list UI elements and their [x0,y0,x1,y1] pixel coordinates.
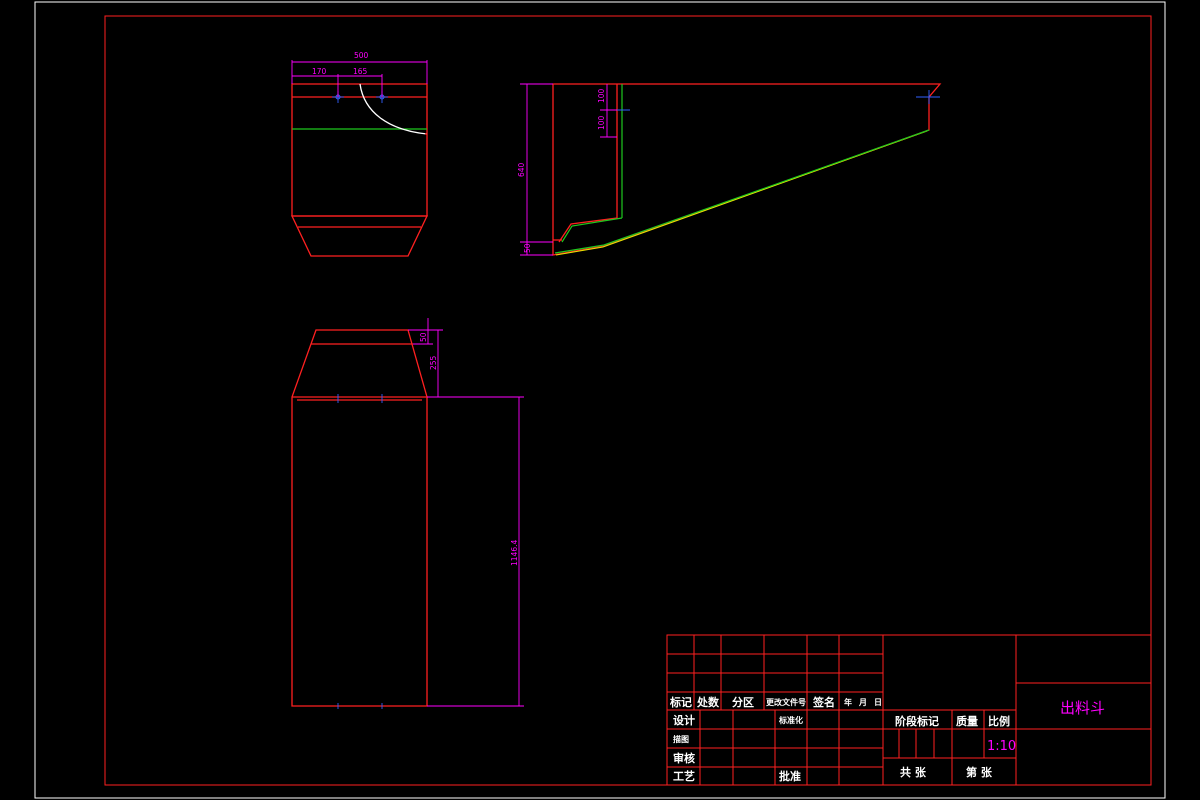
tb-total-sheets: 共 张 [900,765,927,779]
tb-header-zone: 分区 [732,695,754,709]
side-view-dimensions: 640 100 100 50 [517,83,617,256]
drawing-frame [104,15,1152,786]
tb-design: 设计 [673,713,695,727]
front-view-dimensions: 50 255 1146.4 [408,318,524,707]
tb-scale-value: 1:10 [987,739,1016,754]
front-view: 50 255 1146.4 [291,318,524,709]
dim-side-top-1: 100 [597,88,606,103]
dim-front-top-small: 50 [419,332,428,342]
dim-left-offset: 170 [312,67,327,76]
tb-draftsman: 描图 [673,734,689,744]
tb-header-day: 日 [874,698,882,707]
dim-top-width: 500 [354,51,369,60]
tb-review: 审核 [673,751,695,765]
tb-header-year: 年 [844,697,852,707]
tb-header-change-doc: 更改文件号 [766,697,806,707]
title-block: 标记 处数 分区 更改文件号 签名 年 月 日 设计 标准化 描图 审核 工艺 … [666,634,1152,786]
top-view-dimensions: 500 170 165 [291,51,428,97]
dim-front-height: 1146.4 [510,540,519,566]
dim-side-top-2: 100 [597,115,606,130]
tb-approve: 批准 [779,769,801,783]
sheet-outer-border [34,1,1166,799]
dim-side-height: 640 [517,162,526,177]
tb-scale-label: 比例 [988,714,1010,728]
tb-sheet-no: 第 张 [966,765,993,779]
dim-center-spacing: 165 [353,67,368,76]
tb-header-signature: 签名 [812,695,835,709]
tb-mass: 质量 [956,714,978,728]
tb-header-mark: 标记 [669,695,692,709]
dim-front-top-taper: 255 [429,355,438,370]
top-view: 500 170 165 [290,51,429,257]
side-view: 640 100 100 50 [517,83,942,256]
tb-stage-mark: 阶段标记 [895,714,939,728]
tb-header-count: 处数 [696,695,720,709]
tb-header-month: 月 [858,698,867,707]
dim-side-bottom: 50 [523,243,532,253]
drawing-title: 出料斗 [1060,699,1105,717]
tb-process: 工艺 [673,769,695,783]
tb-standardization: 标准化 [778,715,803,725]
